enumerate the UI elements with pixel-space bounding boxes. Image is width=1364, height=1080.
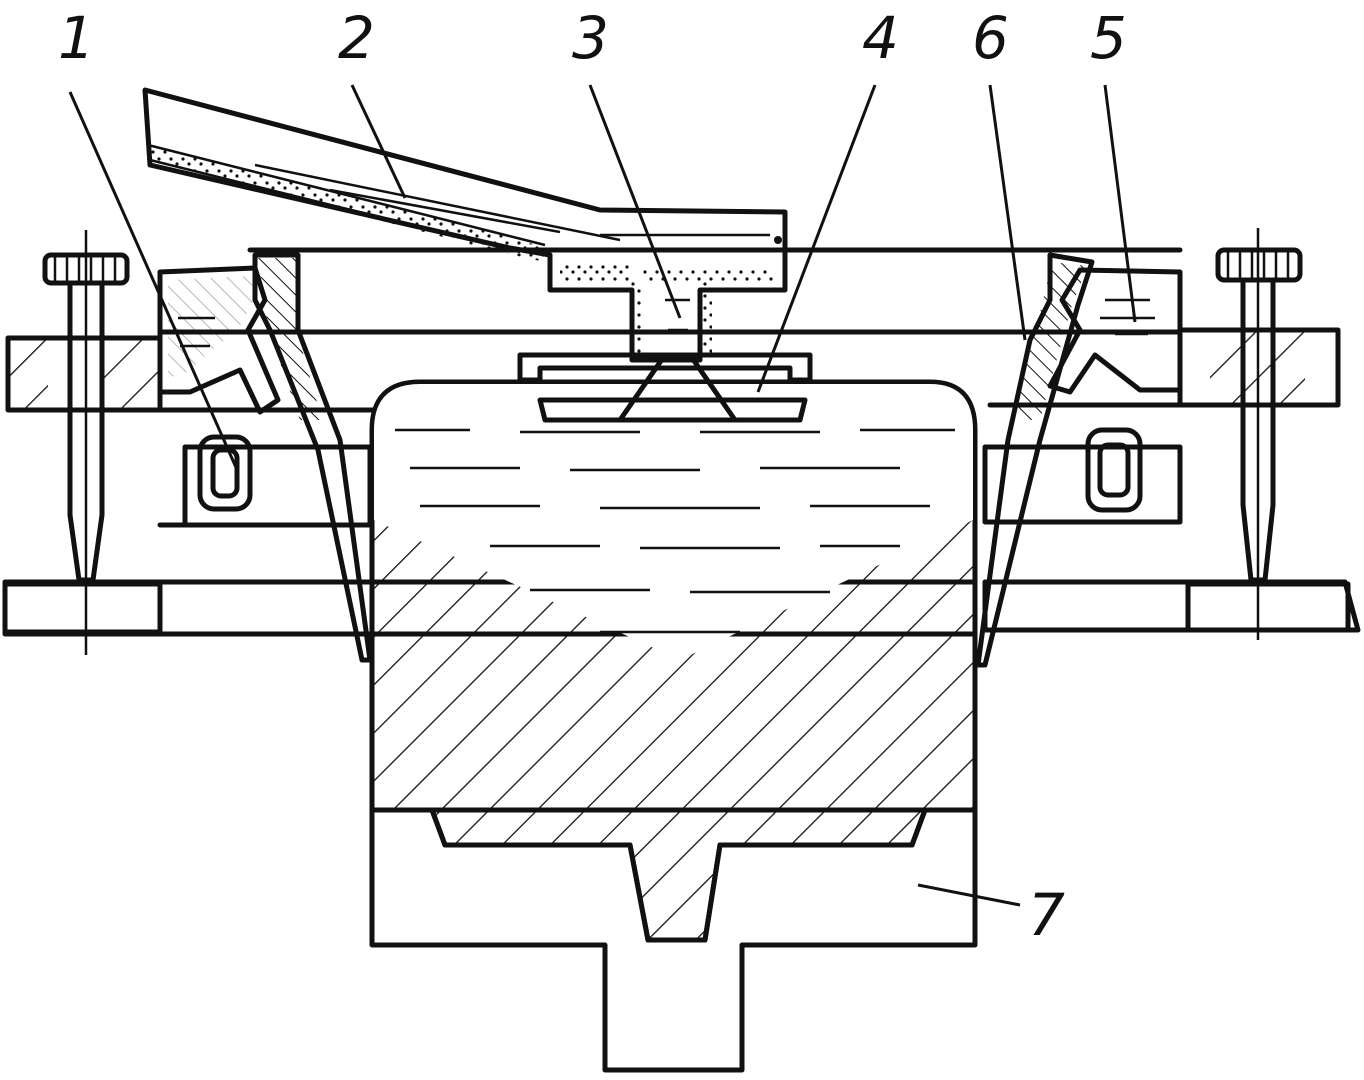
mould-wall-right [975,252,1095,668]
adjusting-screw-right [1215,228,1303,640]
liquid-metal-pool [395,428,955,634]
callout-1: 1 [58,4,95,72]
callout-2: 2 [338,4,375,72]
callout-4: 4 [862,4,899,72]
mould-wall-left [252,252,373,663]
bottom-block [369,807,978,1073]
cooling-jacket-right [1047,267,1183,513]
base-plate-right-hatch [1185,581,1351,633]
callout-labels: 1 2 3 4 6 5 7 [58,4,1127,949]
callout-7: 7 [1028,881,1065,949]
callout-5: 5 [1090,4,1127,72]
adjusting-screw-left [42,230,130,655]
callout-3: 3 [572,4,609,72]
callout-6: 6 [972,4,1009,72]
leader-lines [68,84,1137,907]
cooling-jacket-left [157,265,281,512]
ingot [369,379,978,813]
pouring-trough [142,87,788,363]
distributor [517,352,813,423]
base-plate-left-hatch [2,581,163,635]
